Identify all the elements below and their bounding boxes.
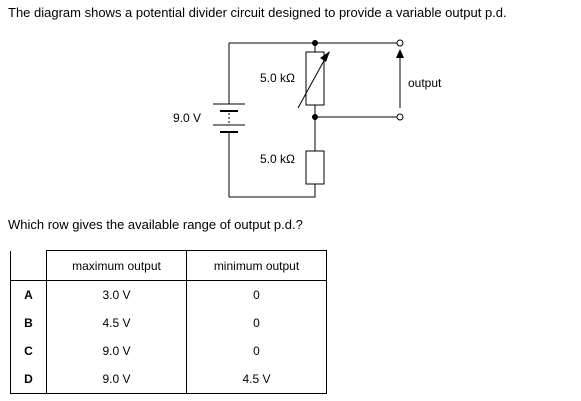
max-output-header: maximum output xyxy=(46,250,187,281)
option-label: C xyxy=(10,337,47,365)
max-output-cell: 3.0 V xyxy=(46,280,187,309)
table-row[interactable]: A 3.0 V 0 xyxy=(10,280,327,309)
answer-table: maximum output minimum output A 3.0 V 0 … xyxy=(10,250,327,394)
battery-label: 9.0 V xyxy=(173,111,201,125)
blank-header-cell xyxy=(10,250,47,281)
output-terminal-top xyxy=(396,39,404,47)
table-row[interactable]: B 4.5 V 0 xyxy=(10,309,327,337)
max-output-cell: 9.0 V xyxy=(46,337,187,365)
junction-dot-middle xyxy=(312,114,318,120)
output-terminal-bottom xyxy=(396,113,404,121)
question-text: Which row gives the available range of o… xyxy=(8,217,303,232)
output-arrow-head xyxy=(396,49,404,58)
min-output-cell: 0 xyxy=(186,337,327,365)
fixed-resistor xyxy=(305,150,325,185)
bottom-resistor-label: 5.0 kΩ xyxy=(260,152,295,166)
variable-arrow-head xyxy=(320,51,330,62)
variable-resistor xyxy=(305,51,325,106)
min-output-cell: 4.5 V xyxy=(186,365,327,394)
table-row[interactable]: D 9.0 V 4.5 V xyxy=(10,365,327,394)
junction-dot-top xyxy=(312,40,318,46)
min-output-cell: 0 xyxy=(186,309,327,337)
max-output-cell: 4.5 V xyxy=(46,309,187,337)
question-intro: The diagram shows a potential divider ci… xyxy=(8,5,507,20)
table-row[interactable]: C 9.0 V 0 xyxy=(10,337,327,365)
option-label: D xyxy=(10,365,47,394)
min-output-header: minimum output xyxy=(186,250,327,281)
min-output-cell: 0 xyxy=(186,280,327,309)
option-label: B xyxy=(10,309,47,337)
variable-resistor-arrow xyxy=(297,56,327,109)
max-output-cell: 9.0 V xyxy=(46,365,187,394)
option-label: A xyxy=(10,280,47,309)
top-resistor-label: 5.0 kΩ xyxy=(260,71,295,85)
bottom-wire xyxy=(229,184,316,198)
output-label: output xyxy=(408,76,442,90)
